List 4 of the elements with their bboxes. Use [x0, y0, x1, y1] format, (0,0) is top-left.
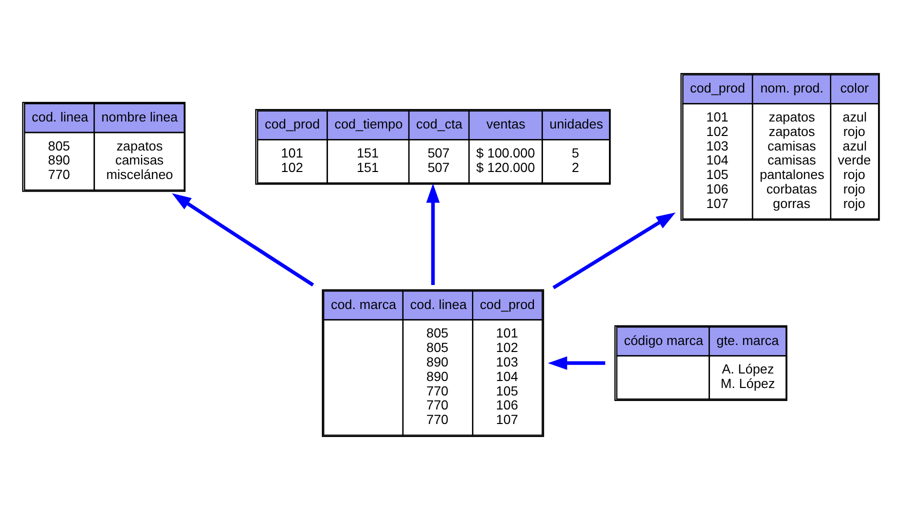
arrow: [426, 183, 440, 285]
arrow: [548, 356, 606, 370]
arrow: [552, 212, 676, 289]
arrow: [172, 192, 314, 286]
